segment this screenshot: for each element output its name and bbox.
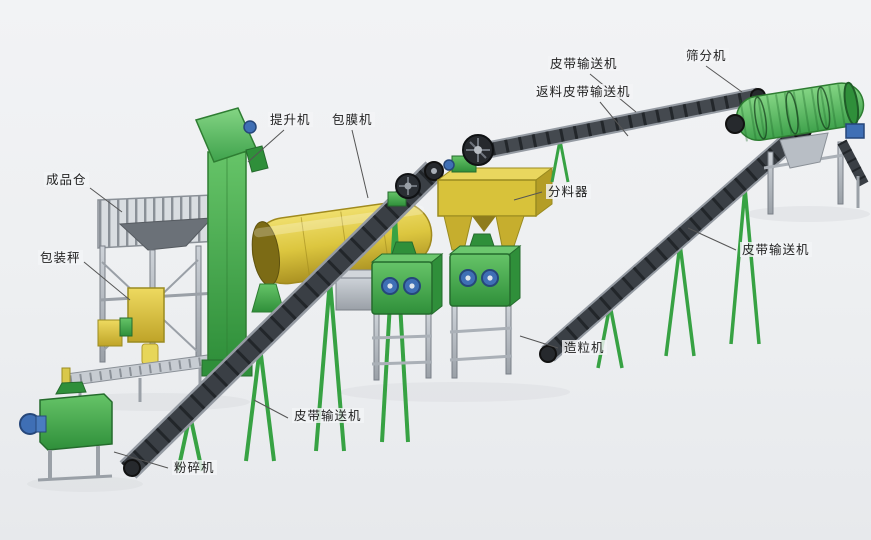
- leader-crusher: [113, 451, 169, 469]
- leader-belt-conveyor-bottom: [253, 399, 289, 419]
- leader-screening-machine: [705, 65, 743, 93]
- leader-packing-scale: [83, 261, 131, 301]
- leader-return-belt-conveyor: [599, 101, 629, 137]
- label-packing-scale: 包装秤: [38, 250, 83, 265]
- label-belt-conveyor-right: 皮带输送机: [740, 242, 812, 257]
- label-finished-product-bin: 成品仓: [44, 172, 89, 187]
- distributor-illustration: [436, 167, 554, 251]
- tail-pulley: [123, 459, 141, 477]
- screening-machine-illustration: [725, 81, 869, 215]
- leader-bucket-elevator: [247, 129, 285, 163]
- label-belt-conveyor-top: 皮带输送机: [548, 56, 620, 71]
- elevator-motor: [243, 120, 257, 134]
- main-belt-conveyor-illustration: [119, 161, 444, 479]
- leader-lines: [83, 65, 743, 469]
- leader-finished-product-bin: [89, 187, 123, 213]
- label-bucket-elevator: 提升机: [268, 112, 313, 127]
- label-coating-machine: 包膜机: [330, 112, 375, 127]
- label-screening-machine: 筛分机: [684, 48, 729, 63]
- label-granulator: 造粒机: [562, 340, 607, 355]
- leader-distributor: [513, 191, 543, 201]
- leader-coating-machine: [351, 129, 369, 199]
- granulator-illustration: [370, 233, 522, 381]
- crusher-illustration: [19, 381, 113, 482]
- bucket-elevator-illustration: [194, 107, 269, 377]
- label-distributor: 分料器: [546, 184, 591, 199]
- label-return-belt-conveyor: 返料皮带输送机: [534, 84, 633, 99]
- label-belt-conveyor-bottom: 皮带输送机: [292, 408, 364, 423]
- leader-granulator: [519, 335, 559, 349]
- label-crusher: 粉碎机: [172, 460, 217, 475]
- leader-belt-conveyor-right: [687, 227, 737, 251]
- screen-motor: [845, 123, 865, 139]
